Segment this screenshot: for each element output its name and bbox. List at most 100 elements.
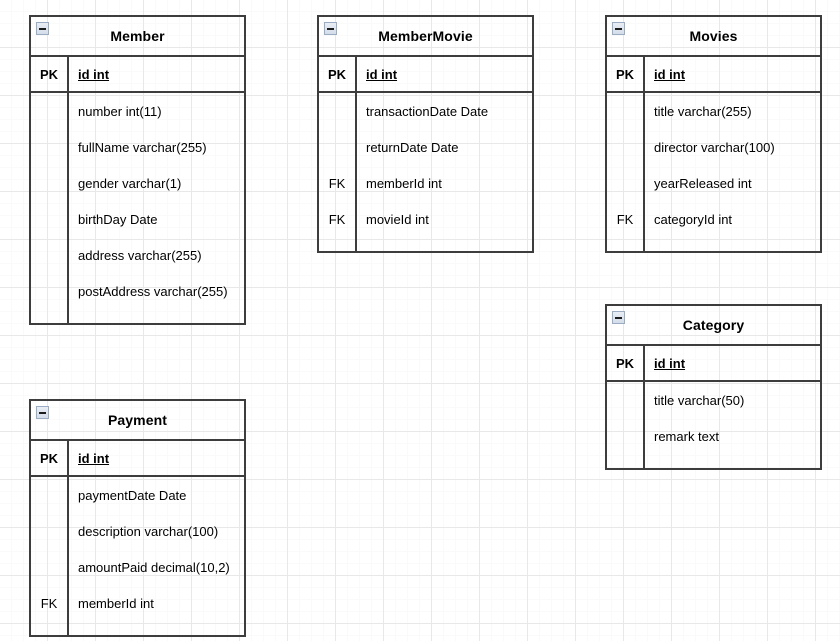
attribute-row[interactable]: number int(11) — [31, 93, 244, 129]
entity-bottom-spacer — [31, 621, 244, 635]
entity-title-bar: MemberMovie — [319, 17, 532, 57]
attribute-name: number int(11) — [78, 103, 162, 119]
attribute-row[interactable]: director varchar(100) — [607, 129, 820, 165]
attribute-row[interactable]: address varchar(255) — [31, 237, 244, 273]
attribute-name: title varchar(255) — [654, 103, 752, 119]
key-badge-fk: FK — [607, 201, 645, 237]
attribute-row[interactable]: FK movieId int — [319, 201, 532, 237]
key-badge-none — [607, 93, 645, 129]
attribute-row[interactable]: postAddress varchar(255) — [31, 273, 244, 309]
attribute-row[interactable]: title varchar(255) — [607, 93, 820, 129]
key-badge-none — [31, 273, 69, 309]
attribute-row[interactable]: returnDate Date — [319, 129, 532, 165]
entity-name: Payment — [107, 412, 168, 428]
attribute-name: id int — [78, 450, 110, 466]
key-badge-pk: PK — [607, 346, 645, 380]
entity-title-bar: Category — [607, 306, 820, 346]
minus-box-icon[interactable] — [612, 311, 625, 324]
minus-box-icon[interactable] — [36, 406, 49, 419]
key-badge-none — [607, 129, 645, 165]
attribute-name: yearReleased int — [654, 175, 752, 191]
entity-name: Member — [110, 28, 165, 44]
attribute-row[interactable]: amountPaid decimal(10,2) — [31, 549, 244, 585]
attribute-name: id int — [654, 66, 686, 82]
attribute-name: postAddress varchar(255) — [78, 283, 228, 299]
entity-attribute-list: PK id int title varchar(255) director varch… — [607, 57, 820, 251]
attribute-row-primary-key[interactable]: PK id int — [607, 346, 820, 382]
key-column-rule — [607, 237, 645, 251]
minus-box-icon[interactable] — [324, 22, 337, 35]
attribute-row[interactable]: transactionDate Date — [319, 93, 532, 129]
key-badge-fk: FK — [319, 165, 357, 201]
attribute-name: director varchar(100) — [654, 139, 775, 155]
attribute-row[interactable]: yearReleased int — [607, 165, 820, 201]
key-badge-none — [31, 237, 69, 273]
minus-box-icon[interactable] — [36, 22, 49, 35]
attribute-row-primary-key[interactable]: PK id int — [607, 57, 820, 93]
entity-name: MemberMovie — [378, 28, 473, 44]
attribute-row[interactable]: birthDay Date — [31, 201, 244, 237]
attribute-name: id int — [654, 355, 686, 371]
key-column-rule — [31, 309, 69, 323]
entity-bottom-spacer — [319, 237, 532, 251]
key-badge-none — [31, 93, 69, 129]
minus-box-icon[interactable] — [612, 22, 625, 35]
key-badge-pk: PK — [31, 57, 69, 91]
attribute-row[interactable]: FK memberId int — [319, 165, 532, 201]
attribute-column-spacer — [645, 454, 820, 468]
key-badge-pk: PK — [607, 57, 645, 91]
entity-attribute-list: PK id int title varchar(50) remark text — [607, 346, 820, 468]
attribute-name: memberId int — [78, 595, 154, 611]
key-badge-none — [607, 165, 645, 201]
attribute-name: description varchar(100) — [78, 523, 219, 539]
key-badge-fk: FK — [319, 201, 357, 237]
key-badge-none — [31, 513, 69, 549]
attribute-name: birthDay Date — [78, 211, 158, 227]
attribute-name: memberId int — [366, 175, 442, 191]
attribute-column-spacer — [357, 237, 532, 251]
entity-bottom-spacer — [607, 237, 820, 251]
key-badge-none — [319, 93, 357, 129]
attribute-name: remark text — [654, 428, 720, 444]
attribute-row[interactable]: gender varchar(1) — [31, 165, 244, 201]
attribute-row[interactable]: description varchar(100) — [31, 513, 244, 549]
attribute-name: paymentDate Date — [78, 487, 187, 503]
key-badge-none — [607, 418, 645, 454]
attribute-column-spacer — [69, 621, 244, 635]
attribute-row[interactable]: remark text — [607, 418, 820, 454]
attribute-name: fullName varchar(255) — [78, 139, 207, 155]
attribute-name: id int — [78, 66, 110, 82]
key-badge-none — [31, 549, 69, 585]
attribute-name: returnDate Date — [366, 139, 459, 155]
attribute-row[interactable]: FK memberId int — [31, 585, 244, 621]
key-badge-none — [31, 165, 69, 201]
key-badge-fk: FK — [31, 585, 69, 621]
key-column-rule — [607, 454, 645, 468]
attribute-name: address varchar(255) — [78, 247, 202, 263]
entity-attribute-list: PK id int number int(11) fullName varchar(2… — [31, 57, 244, 323]
key-badge-pk: PK — [319, 57, 357, 91]
attribute-name: transactionDate Date — [366, 103, 489, 119]
attribute-name: gender varchar(1) — [78, 175, 182, 191]
entity-name: Category — [682, 317, 745, 333]
key-badge-none — [31, 477, 69, 513]
attribute-row[interactable]: paymentDate Date — [31, 477, 244, 513]
attribute-row[interactable]: title varchar(50) — [607, 382, 820, 418]
key-badge-pk: PK — [31, 441, 69, 475]
attribute-row-primary-key[interactable]: PK id int — [31, 57, 244, 93]
attribute-row[interactable]: fullName varchar(255) — [31, 129, 244, 165]
key-column-rule — [319, 237, 357, 251]
attribute-name: movieId int — [366, 211, 429, 227]
entity-title-bar: Movies — [607, 17, 820, 57]
key-badge-none — [31, 129, 69, 165]
attribute-row-primary-key[interactable]: PK id int — [31, 441, 244, 477]
